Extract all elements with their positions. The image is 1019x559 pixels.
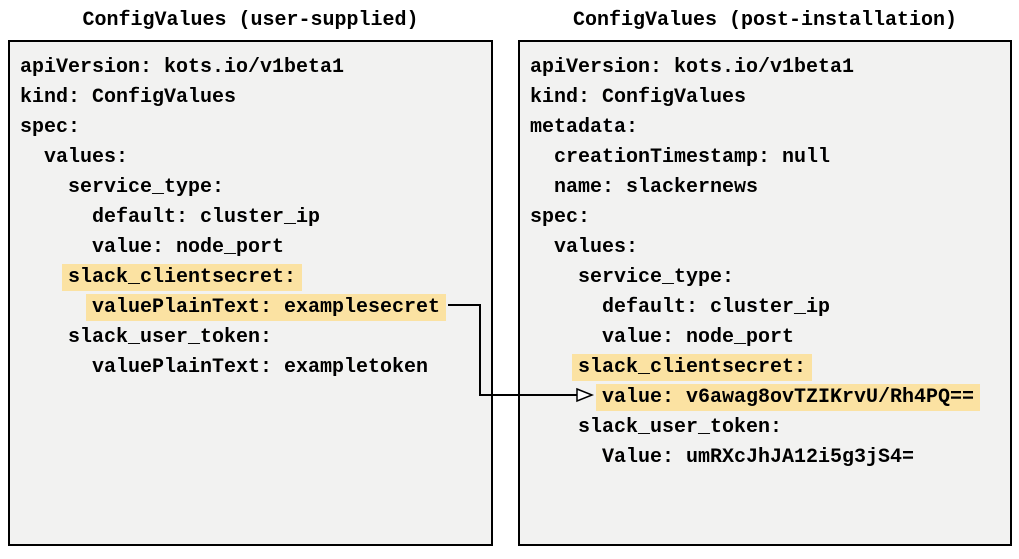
yaml-indent	[530, 397, 602, 398]
yaml-text-highlighted: slack_clientsecret:	[62, 263, 303, 291]
yaml-code-left: apiVersion: kots.io/v1beta1 kind: ConfigV…	[10, 42, 491, 382]
yaml-text: valuePlainText: exampletoken	[92, 355, 429, 379]
yaml-indent	[20, 367, 92, 368]
yaml-line: default: cluster_ip	[20, 202, 491, 232]
yaml-line: default: cluster_ip	[530, 292, 1010, 322]
yaml-indent	[530, 427, 578, 428]
yaml-text: spec:	[20, 115, 81, 139]
config-values-post-installation-panel: apiVersion: kots.io/v1beta1 kind: ConfigV…	[518, 40, 1012, 546]
yaml-text-highlighted: slack_clientsecret:	[572, 353, 813, 381]
yaml-line: apiVersion: kots.io/v1beta1	[530, 52, 1010, 82]
yaml-text: kind: ConfigValues	[530, 85, 747, 109]
yaml-line: slack_clientsecret:	[20, 262, 491, 292]
yaml-line: values:	[530, 232, 1010, 262]
yaml-indent	[530, 157, 554, 158]
yaml-line: service_type:	[530, 262, 1010, 292]
yaml-text: value: node_port	[92, 235, 285, 259]
yaml-text: kind: ConfigValues	[20, 85, 237, 109]
yaml-indent	[20, 337, 68, 338]
yaml-code-right: apiVersion: kots.io/v1beta1 kind: ConfigV…	[520, 42, 1010, 472]
yaml-indent	[530, 247, 554, 248]
yaml-indent	[530, 337, 602, 338]
yaml-line: kind: ConfigValues	[530, 82, 1010, 112]
yaml-indent	[530, 457, 602, 458]
yaml-indent	[530, 367, 578, 368]
yaml-text: slack_user_token:	[578, 415, 783, 439]
yaml-text: slack_user_token:	[68, 325, 273, 349]
yaml-line: metadata:	[530, 112, 1010, 142]
yaml-text: default: cluster_ip	[92, 205, 321, 229]
config-values-user-supplied-panel: apiVersion: kots.io/v1beta1 kind: ConfigV…	[8, 40, 493, 546]
yaml-indent	[20, 217, 92, 218]
yaml-line: valuePlainText: examplesecret	[20, 292, 491, 322]
yaml-text-highlighted: valuePlainText: examplesecret	[86, 293, 447, 321]
yaml-text: values:	[554, 235, 639, 259]
yaml-line: service_type:	[20, 172, 491, 202]
yaml-text: values:	[44, 145, 129, 169]
yaml-line: value: node_port	[20, 232, 491, 262]
yaml-indent	[530, 187, 554, 188]
left-panel-title: ConfigValues (user-supplied)	[82, 9, 419, 32]
yaml-text: spec:	[530, 205, 591, 229]
right-panel-title: ConfigValues (post-installation)	[572, 9, 958, 32]
yaml-text: name: slackernews	[554, 175, 759, 199]
yaml-line: slack_user_token:	[530, 412, 1010, 442]
yaml-text: default: cluster_ip	[602, 295, 831, 319]
yaml-indent	[20, 247, 92, 248]
yaml-indent	[20, 307, 92, 308]
yaml-text: service_type:	[68, 175, 225, 199]
yaml-text: apiVersion: kots.io/v1beta1	[20, 55, 345, 79]
yaml-text: metadata:	[530, 115, 639, 139]
yaml-text: value: node_port	[602, 325, 795, 349]
yaml-line: name: slackernews	[530, 172, 1010, 202]
yaml-text-highlighted: value: v6awag8ovTZIKrvU/Rh4PQ==	[596, 383, 981, 411]
yaml-line: value: v6awag8ovTZIKrvU/Rh4PQ==	[530, 382, 1010, 412]
yaml-line: apiVersion: kots.io/v1beta1	[20, 52, 491, 82]
yaml-line: slack_user_token:	[20, 322, 491, 352]
yaml-line: values:	[20, 142, 491, 172]
yaml-text: Value: umRXcJhJA12i5g3jS4=	[602, 445, 915, 469]
yaml-text: service_type:	[578, 265, 735, 289]
yaml-text: creationTimestamp: null	[554, 145, 831, 169]
yaml-line: creationTimestamp: null	[530, 142, 1010, 172]
yaml-line: spec:	[20, 112, 491, 142]
yaml-indent	[20, 277, 68, 278]
yaml-indent	[530, 307, 602, 308]
yaml-indent	[20, 187, 68, 188]
yaml-line: value: node_port	[530, 322, 1010, 352]
yaml-line: kind: ConfigValues	[20, 82, 491, 112]
yaml-line: Value: umRXcJhJA12i5g3jS4=	[530, 442, 1010, 472]
yaml-indent	[530, 277, 578, 278]
yaml-line: slack_clientsecret:	[530, 352, 1010, 382]
yaml-text: apiVersion: kots.io/v1beta1	[530, 55, 855, 79]
yaml-indent	[20, 157, 44, 158]
yaml-line: valuePlainText: exampletoken	[20, 352, 491, 382]
yaml-line: spec:	[530, 202, 1010, 232]
